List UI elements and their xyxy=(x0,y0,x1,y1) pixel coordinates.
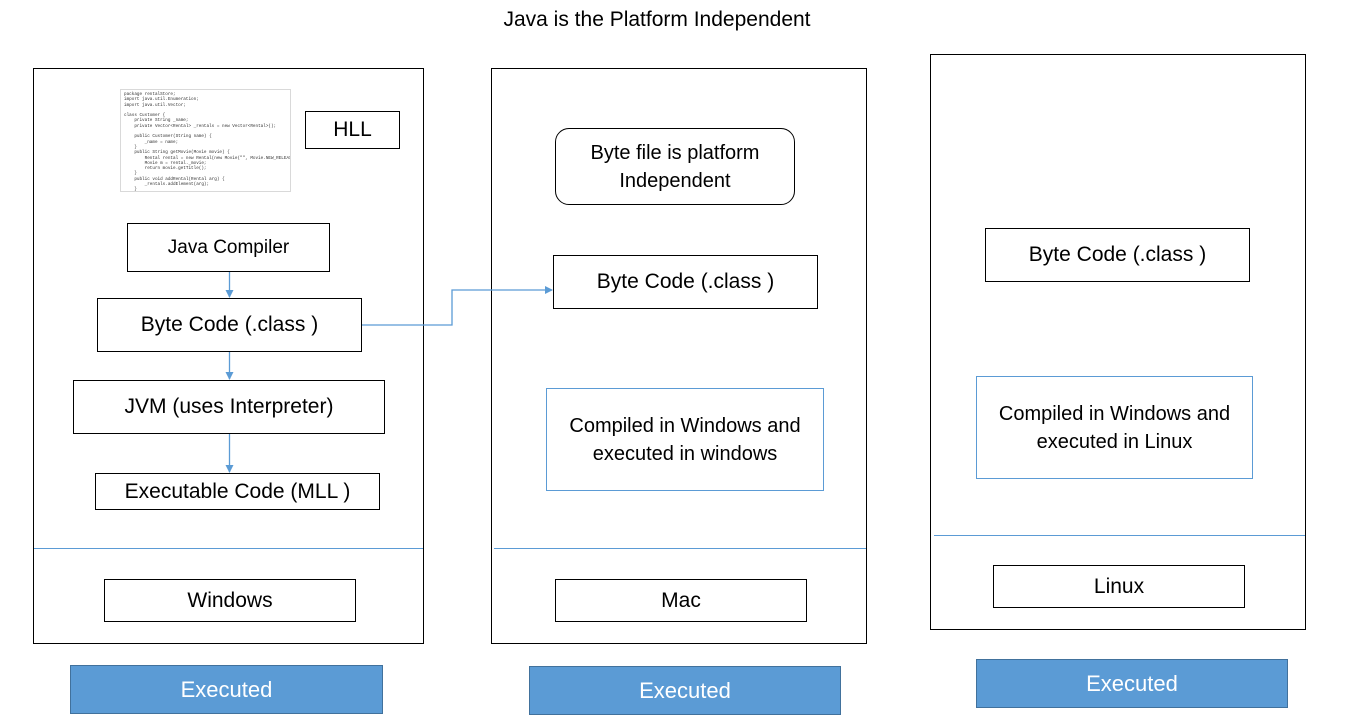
linux-compiled-note: Compiled in Windows and executed in Linu… xyxy=(976,376,1253,479)
platform-independent-note: Byte file is platform Independent xyxy=(555,128,795,205)
code-line: class Customer { xyxy=(124,113,166,119)
linux-os-label: Linux xyxy=(993,565,1245,608)
code-line: import java.util.Vector; xyxy=(124,102,186,108)
code-line: package rentalStore; xyxy=(124,92,176,97)
java-compiler-box: Java Compiler xyxy=(127,223,330,272)
linux-bytecode-box: Byte Code (.class ) xyxy=(985,228,1250,282)
windows-os-label: Windows xyxy=(104,579,356,622)
code-line: Movie m = rental._movie; xyxy=(124,160,207,166)
windows-bytecode-box: Byte Code (.class ) xyxy=(97,298,362,352)
code-line: public void addRental(Rental arg) { xyxy=(124,176,225,182)
jvm-box: JVM (uses Interpreter) xyxy=(73,380,385,434)
code-line: _rentals.addElement(arg); xyxy=(124,182,210,188)
code-line: import java.util.Enumeration; xyxy=(124,97,199,103)
code-line: private Vector<Rental> _rentals = new Ve… xyxy=(124,123,277,129)
linux-executed-badge: Executed xyxy=(976,659,1288,708)
source-code-snippet: package rentalStore;import java.util.Enu… xyxy=(120,89,291,192)
windows-executed-badge: Executed xyxy=(70,665,383,714)
linux-panel xyxy=(930,54,1306,630)
code-line: public Customer(String name) { xyxy=(124,134,212,140)
code-line: public String getMovie(Movie movie) { xyxy=(124,150,230,156)
diagram-title: Java is the Platform Independent xyxy=(503,8,811,31)
arrow-bytecode-to-mac xyxy=(362,286,553,326)
code-line: _name = name; xyxy=(124,139,179,145)
hll-box: HLL xyxy=(305,111,400,149)
code-line: return movie.getTitle(); xyxy=(124,166,207,172)
linux-divider xyxy=(934,535,1305,536)
mac-divider xyxy=(494,548,866,549)
mac-compiled-note: Compiled in Windows and executed in wind… xyxy=(546,388,824,491)
mac-executed-badge: Executed xyxy=(529,666,841,715)
code-line: } xyxy=(124,187,137,192)
windows-divider xyxy=(34,548,423,549)
code-line: } xyxy=(124,171,137,177)
executable-code-box: Executable Code (MLL ) xyxy=(95,473,380,510)
mac-bytecode-box: Byte Code (.class ) xyxy=(553,255,818,309)
code-line: private String _name; xyxy=(124,118,189,124)
mac-os-label: Mac xyxy=(555,579,807,622)
code-line: } xyxy=(124,144,137,150)
code-line: Rental rental = new Rental(new Movie("",… xyxy=(144,155,290,161)
